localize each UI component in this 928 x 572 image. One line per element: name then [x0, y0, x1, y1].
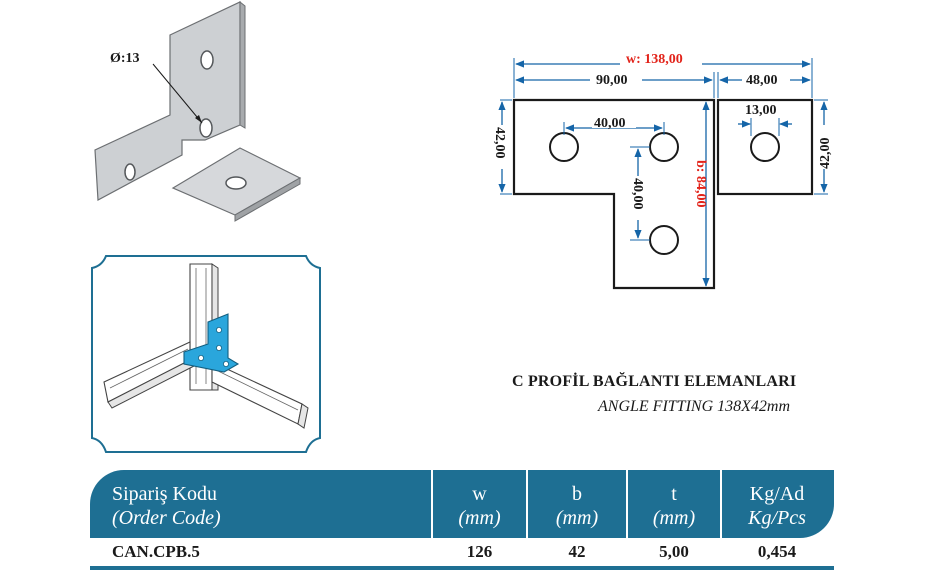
product-title-tr: C PROFİL BAĞLANTI ELEMANLARI: [512, 373, 797, 390]
header-order-code-tr: Sipariş Kodu: [112, 483, 217, 505]
cell-b: 42: [568, 542, 586, 561]
dimension-90: 90,00: [596, 73, 628, 88]
b-dimension: b: 84,00: [693, 160, 708, 207]
hole-3: [124, 163, 136, 181]
angle-fitting-highlight: [183, 313, 240, 373]
hole-1: [200, 50, 214, 70]
product-title-en: ANGLE FITTING 138X42mm: [598, 398, 791, 415]
header-b-unit: (mm): [555, 507, 599, 529]
header-divider: [526, 470, 528, 538]
dimension-48: 48,00: [746, 73, 778, 88]
header-divider: [431, 470, 433, 538]
header-divider: [626, 470, 628, 538]
header-b-label: b: [572, 483, 582, 505]
header-t-unit: (mm): [652, 507, 696, 529]
header-divider: [720, 470, 722, 538]
cell-w: 126: [466, 542, 493, 561]
width-dimension: w: 138,00: [626, 52, 683, 67]
technical-drawing: w: 138,00 90,00 48,00 42,00 42,00 40,00 …: [492, 50, 836, 290]
header-w-label: w: [472, 483, 487, 505]
cell-weight: 0,454: [757, 542, 797, 561]
header-t-label: t: [671, 483, 677, 505]
dimension-42-right: 42,00: [818, 138, 833, 170]
header-weight-en: Kg/Pcs: [748, 507, 806, 529]
hole-4: [225, 176, 247, 190]
header-weight-tr: Kg/Ad: [749, 483, 805, 505]
header-b: b (mm): [528, 482, 626, 530]
header-w: w (mm): [433, 482, 526, 530]
dimension-40-vertical: 40,00: [630, 178, 645, 210]
header-t: t (mm): [628, 482, 720, 530]
fitting-3d-illustration: Ø:13: [94, 0, 302, 222]
header-order-code-en: (Order Code): [112, 507, 221, 529]
dimension-40-horizontal: 40,00: [594, 116, 626, 131]
header-weight: Kg/Ad Kg/Pcs: [722, 482, 832, 530]
header-w-unit: (mm): [458, 507, 501, 529]
cell-t: 5,00: [659, 542, 689, 561]
table-bottom-rule: [90, 566, 834, 570]
header-order-code: Sipariş Kodu (Order Code): [112, 482, 221, 530]
dimension-42-left: 42,00: [492, 127, 507, 159]
cell-order-code: CAN.CPB.5: [112, 542, 200, 561]
assembly-illustration: [91, 255, 321, 453]
hole-diameter-label: Ø:13: [110, 51, 140, 66]
table-header-bar: [90, 470, 834, 538]
hole-2: [199, 118, 213, 138]
dimension-13: 13,00: [745, 103, 777, 118]
